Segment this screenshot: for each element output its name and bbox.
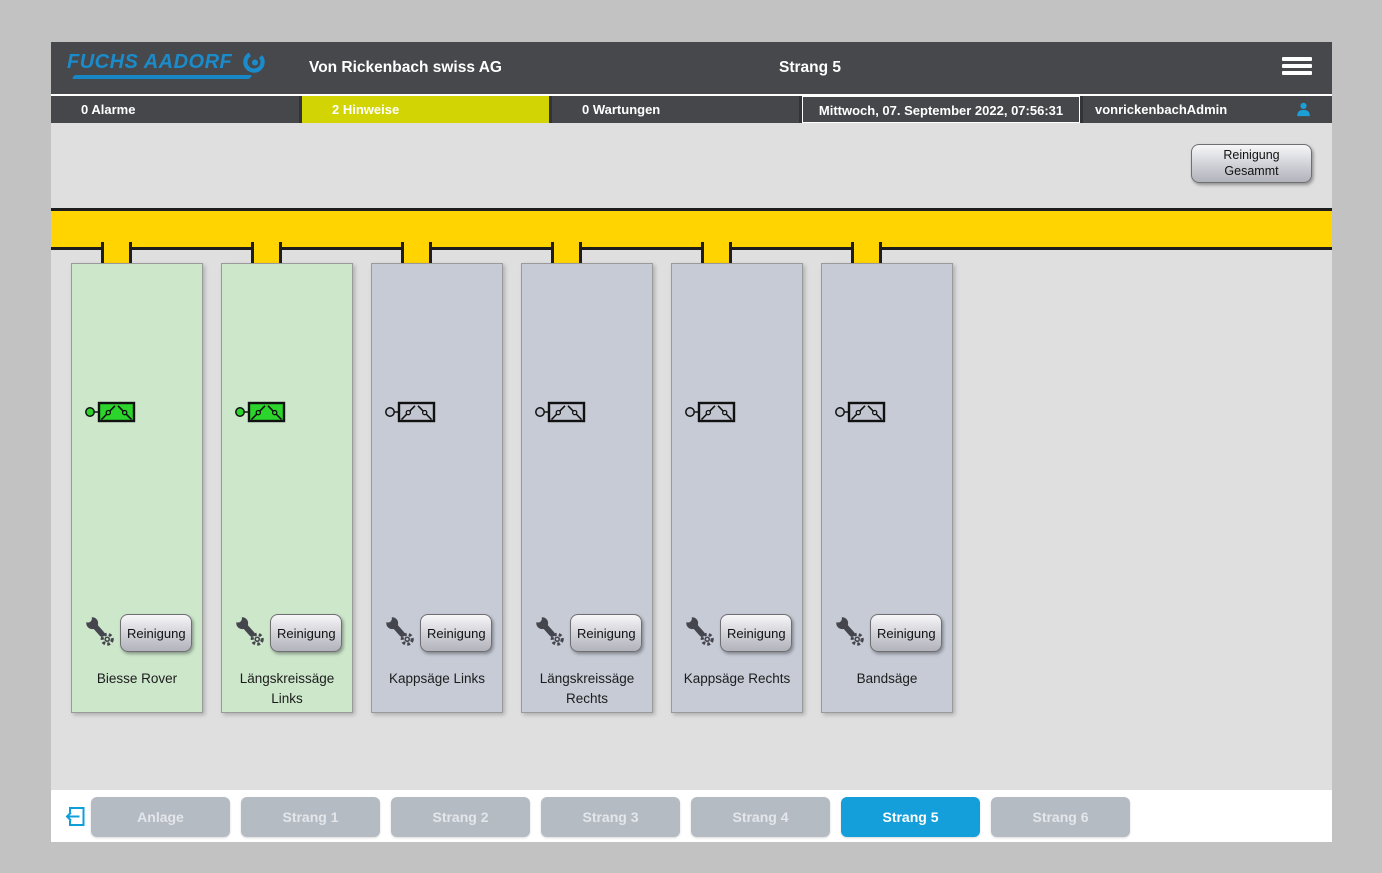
damper-valve-icon — [535, 401, 586, 423]
reinigung-gesamt-button[interactable]: Reinigung Gesammt — [1191, 144, 1312, 183]
reinigung-button[interactable]: Reinigung — [420, 614, 492, 652]
company-title: Von Rickenbach swiss AG — [309, 59, 502, 76]
logo-circle-icon — [243, 51, 265, 73]
damper-valve-icon — [835, 401, 886, 423]
logo-text: FUCHS AADORF — [67, 50, 233, 73]
strang-tab[interactable]: Strang 1 — [241, 797, 380, 837]
strang-tab[interactable]: Strang 4 — [691, 797, 830, 837]
strang-tab[interactable]: Strang 3 — [541, 797, 680, 837]
machine-column: Reinigung Kappsäge Links — [371, 123, 503, 790]
app-panel: FUCHS AADORF Von Rickenbach swiss AG Str… — [51, 42, 1332, 842]
logout-icon[interactable] — [61, 803, 88, 830]
alarms-counter[interactable]: 0 Alarme — [51, 96, 299, 123]
machine-column: Reinigung Längskreissäge Links — [221, 123, 353, 790]
damper-valve-icon — [385, 401, 436, 423]
status-bar: 0 Alarme 2 Hinweise 0 Wartungen Mittwoch… — [51, 96, 1332, 123]
reinigung-button[interactable]: Reinigung — [570, 614, 642, 652]
machine-name: Kappsäge Rechts — [683, 671, 791, 686]
damper-valve-icon — [685, 401, 736, 423]
hints-counter[interactable]: 2 Hinweise — [302, 96, 549, 123]
machine-column: Reinigung Bandsäge — [821, 123, 953, 790]
fuchs-aadorf-logo: FUCHS AADORF — [67, 50, 277, 79]
service-wrench-gear-icon — [86, 617, 114, 646]
machine-name: Bandsäge — [856, 671, 918, 686]
logo-swoosh — [71, 75, 253, 79]
maintenance-counter[interactable]: 0 Wartungen — [552, 96, 799, 123]
menu-hamburger-icon[interactable] — [1282, 57, 1312, 79]
machine-column: Reinigung Biesse Rover — [71, 123, 203, 790]
navigation-bar: Anlage Strang 1 Strang 2 Strang 3 Strang 4 St… — [51, 790, 1332, 842]
logged-in-user: vonrickenbachAdmin — [1083, 96, 1332, 123]
reinigung-button[interactable]: Reinigung — [270, 614, 342, 652]
service-wrench-gear-icon — [386, 617, 414, 646]
datetime-display: Mittwoch, 07. September 2022, 07:56:31 — [802, 96, 1080, 123]
machine-name: Biesse Rover — [96, 671, 178, 686]
service-wrench-gear-icon — [686, 617, 714, 646]
damper-valve-icon — [85, 401, 136, 423]
machine-name: Kappsäge Links — [388, 671, 486, 686]
service-wrench-gear-icon — [836, 617, 864, 646]
machine-column: Reinigung Längskreissäge Rechts — [521, 123, 653, 790]
reinigung-button[interactable]: Reinigung — [870, 614, 942, 652]
damper-valve-icon — [235, 401, 286, 423]
strang-tab[interactable]: Anlage — [91, 797, 230, 837]
service-wrench-gear-icon — [536, 617, 564, 646]
reinigung-button[interactable]: Reinigung — [720, 614, 792, 652]
service-wrench-gear-icon — [236, 617, 264, 646]
machine-name: Längskreissäge Links — [239, 671, 335, 706]
strang-tab[interactable]: Strang 2 — [391, 797, 530, 837]
machine-name: Längskreissäge Rechts — [539, 671, 635, 706]
machine-column: Reinigung Kappsäge Rechts — [671, 123, 803, 790]
strang-tab[interactable]: Strang 6 — [991, 797, 1130, 837]
strang-tab[interactable]: Strang 5 — [841, 797, 980, 837]
reinigung-button[interactable]: Reinigung — [120, 614, 192, 652]
strang-tabs: Anlage Strang 1 Strang 2 Strang 3 Strang 4 St… — [91, 797, 1130, 837]
title-bar: FUCHS AADORF Von Rickenbach swiss AG Str… — [51, 42, 1332, 96]
strang-overview: Reinigung Gesammt Reinigung Biesse Rover — [51, 123, 1332, 790]
page-title: Strang 5 — [779, 59, 842, 76]
user-icon[interactable] — [1295, 101, 1312, 118]
